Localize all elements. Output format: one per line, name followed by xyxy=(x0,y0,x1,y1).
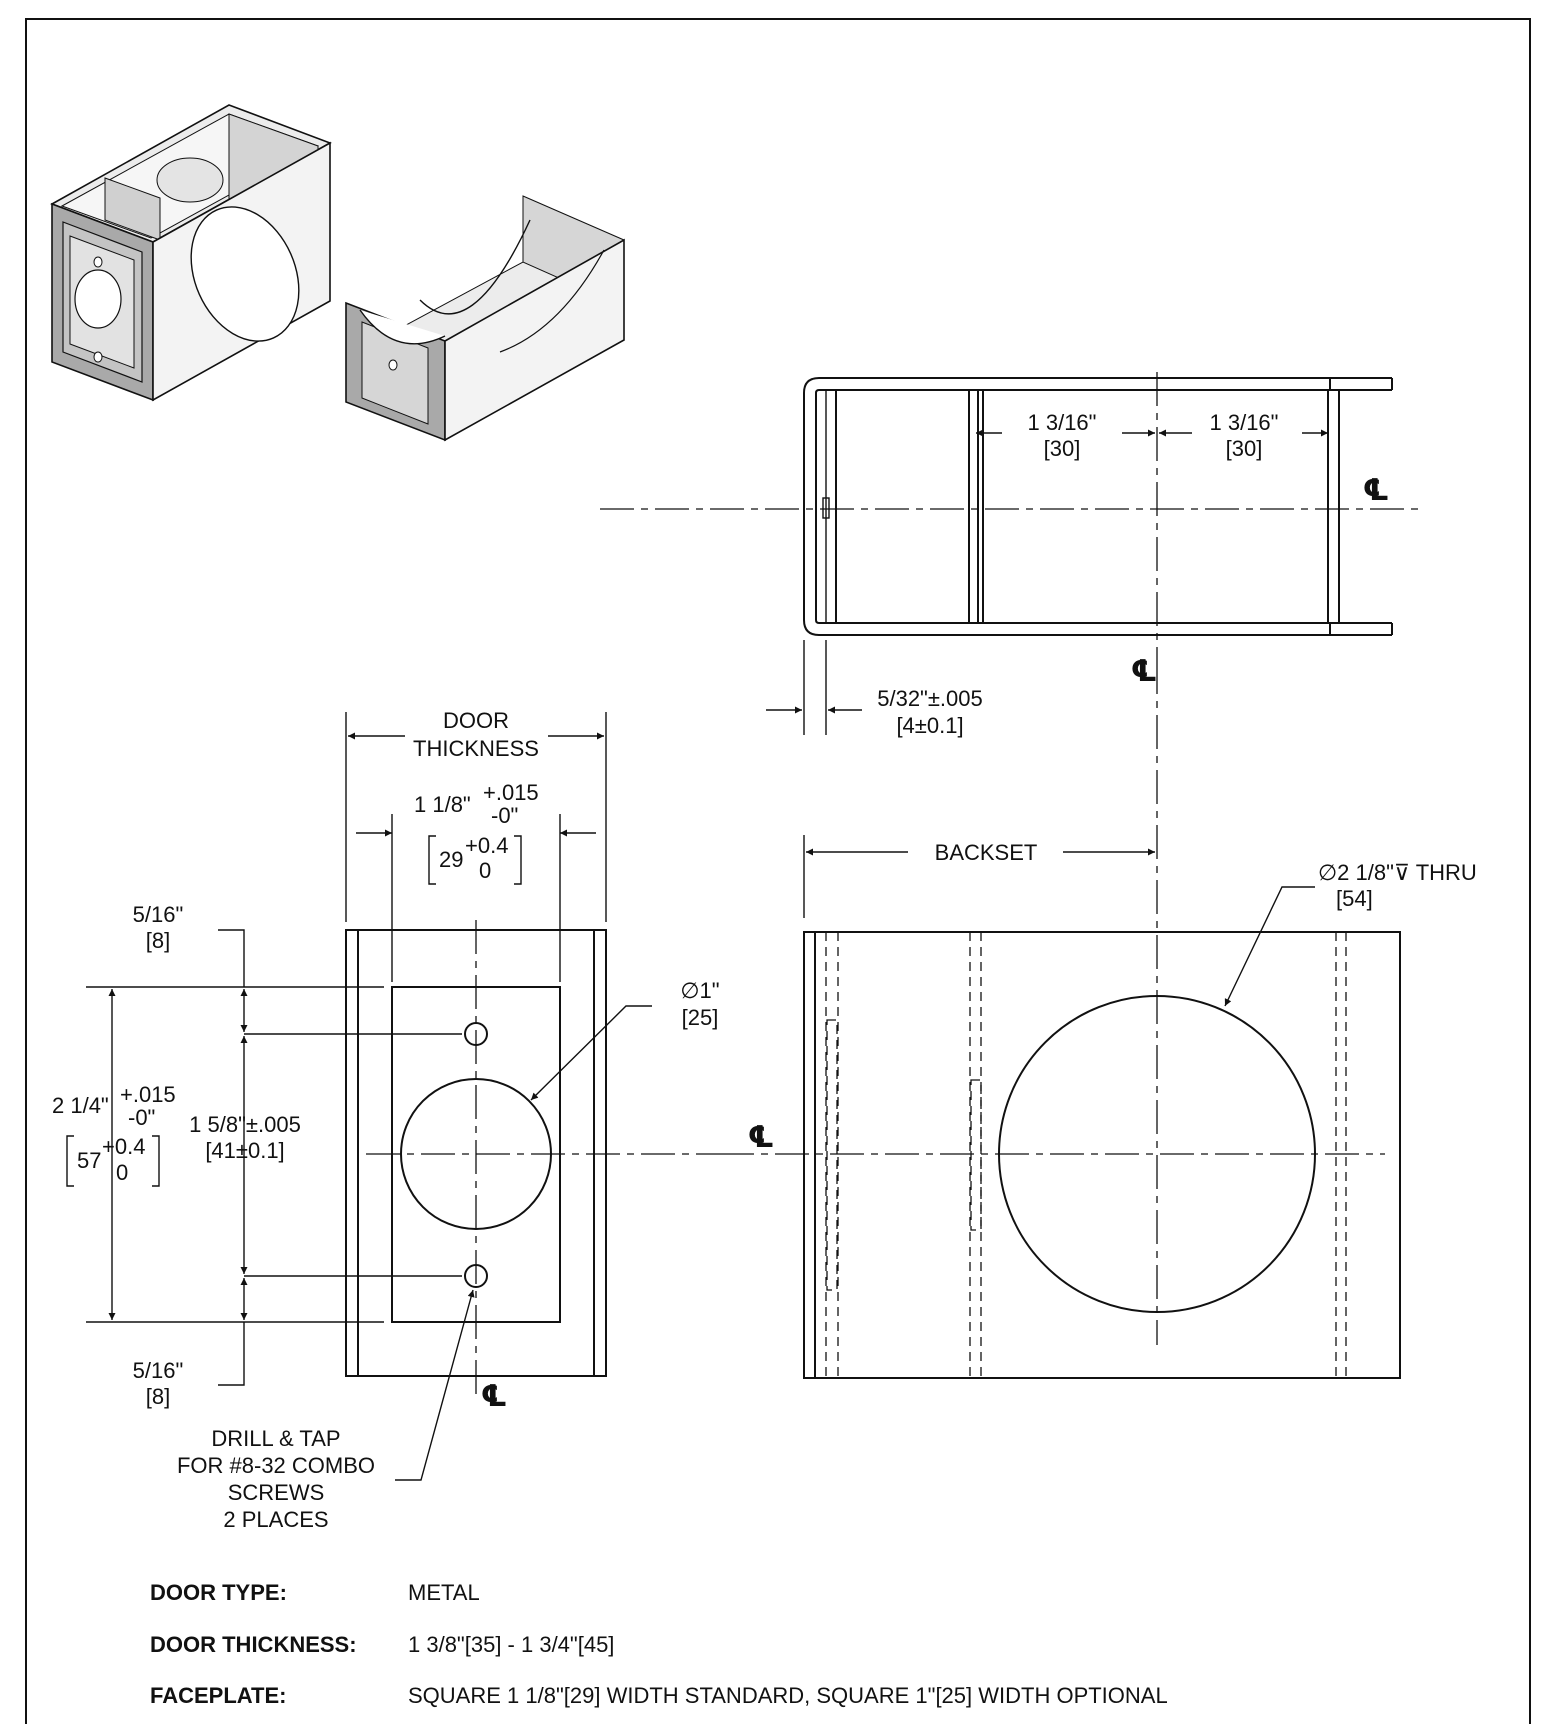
top-margin-dim-mm: [8] xyxy=(146,928,170,953)
bottom-margin-dim: 5/16" xyxy=(133,1358,184,1383)
isometric-cradle-view xyxy=(345,195,625,442)
bore-side-view xyxy=(720,660,1401,1379)
spec-value-door-thickness: 1 3/8"[35] - 1 3/4"[45] xyxy=(408,1632,614,1657)
drill-note-line: DRILL & TAP xyxy=(211,1426,340,1451)
drill-tap-note: DRILL & TAP FOR #8-32 COMBO SCREWS 2 PLA… xyxy=(177,1426,375,1532)
spec-label-faceplate: FACEPLATE: xyxy=(150,1683,286,1708)
isometric-housing-view xyxy=(50,104,332,402)
half-width-right-dim-mm: [30] xyxy=(1226,436,1263,461)
height-tol-minus: -0" xyxy=(128,1105,155,1130)
cradle-screw-hole xyxy=(388,359,398,371)
centerline-symbol: ℄ xyxy=(748,1121,775,1154)
hole-spacing-dim: 1 5/8"±.005 xyxy=(189,1112,301,1137)
door-thickness-label: THICKNESS xyxy=(413,736,539,761)
cradle-side-face xyxy=(444,238,625,442)
face-width-mm-bracket-left xyxy=(428,835,436,885)
centerline-symbol: ℄ xyxy=(481,1380,508,1413)
height-mm-bracket-right xyxy=(152,1135,160,1187)
spec-table: DOOR TYPE: METAL DOOR THICKNESS: 1 3/8"[… xyxy=(150,1580,1168,1708)
half-width-right-dim: 1 3/16" xyxy=(1210,410,1279,435)
housing-screw-hole-top xyxy=(93,256,103,268)
hole-spacing-dim-mm: [41±0.1] xyxy=(205,1138,284,1163)
height-mm: 57 xyxy=(77,1148,101,1173)
housing-faceplate-hole xyxy=(74,269,122,329)
dimension-lines xyxy=(86,429,1328,1481)
face-width-mm-bracket-right xyxy=(514,835,522,885)
top-margin-dim: 5/16" xyxy=(133,902,184,927)
height-tol-plus: +.015 xyxy=(120,1082,176,1107)
face-width-tol-plus: +.015 xyxy=(483,780,539,805)
top-section-view xyxy=(600,372,1420,660)
cradle-saddle-curve-side xyxy=(499,249,605,353)
height-mm-plus: +0.4 xyxy=(102,1134,145,1159)
housing-large-bore xyxy=(190,206,300,342)
half-width-left-dim-mm: [30] xyxy=(1044,436,1081,461)
height-mm-bracket-left xyxy=(66,1135,74,1187)
face-width-mm-plus: +0.4 xyxy=(465,833,508,858)
housing-screw-hole-bottom xyxy=(93,351,103,363)
cradle-saddle-curve-front xyxy=(359,309,446,345)
dimension-text: DOOR THICKNESS 1 1/8" +.015 -0" 29 +0.4 … xyxy=(52,410,1477,1413)
half-width-left-dim: 1 3/16" xyxy=(1028,410,1097,435)
wall-thickness-dim: 5/32"±.005 xyxy=(877,686,983,711)
drill-note-line: FOR #8-32 COMBO xyxy=(177,1453,375,1478)
bottom-margin-dim-mm: [8] xyxy=(146,1384,170,1409)
large-bore-dia: ∅2 1/8"⊽ THRU xyxy=(1318,860,1477,885)
centerline-symbol: ℄ xyxy=(1131,655,1158,688)
spec-label-door-thickness: DOOR THICKNESS: xyxy=(150,1632,357,1657)
drill-note-line: 2 PLACES xyxy=(223,1507,328,1532)
small-bore-dia: ∅1" xyxy=(680,978,719,1003)
large-bore-dia-mm: [54] xyxy=(1336,886,1373,911)
spec-label-door-type: DOOR TYPE: xyxy=(150,1580,287,1605)
backset-label: BACKSET xyxy=(935,840,1038,865)
spec-value-door-type: METAL xyxy=(408,1580,480,1605)
face-width-mm-minus: 0 xyxy=(479,858,491,883)
spec-value-faceplate: SQUARE 1 1/8"[29] WIDTH STANDARD, SQUARE… xyxy=(408,1683,1168,1708)
height-mm-minus: 0 xyxy=(116,1160,128,1185)
height-dim: 2 1/4" xyxy=(52,1093,109,1118)
drill-note-line: SCREWS xyxy=(228,1480,325,1505)
door-thickness-label: DOOR xyxy=(443,708,509,733)
faceplate-view xyxy=(345,920,720,1395)
small-bore-dia-mm: [25] xyxy=(682,1005,719,1030)
centerline-symbol: ℄ xyxy=(1363,474,1390,507)
large-through-bore xyxy=(998,995,1316,1313)
housing-bore-far xyxy=(156,157,224,203)
face-width-tol-minus: -0" xyxy=(491,803,518,828)
face-width-mm: 29 xyxy=(439,847,463,872)
drawing-border xyxy=(25,18,1531,1724)
cradle-saddle-curve-back xyxy=(419,219,531,315)
face-width-dim: 1 1/8" xyxy=(414,792,471,817)
wall-thickness-dim-mm: [4±0.1] xyxy=(896,713,963,738)
